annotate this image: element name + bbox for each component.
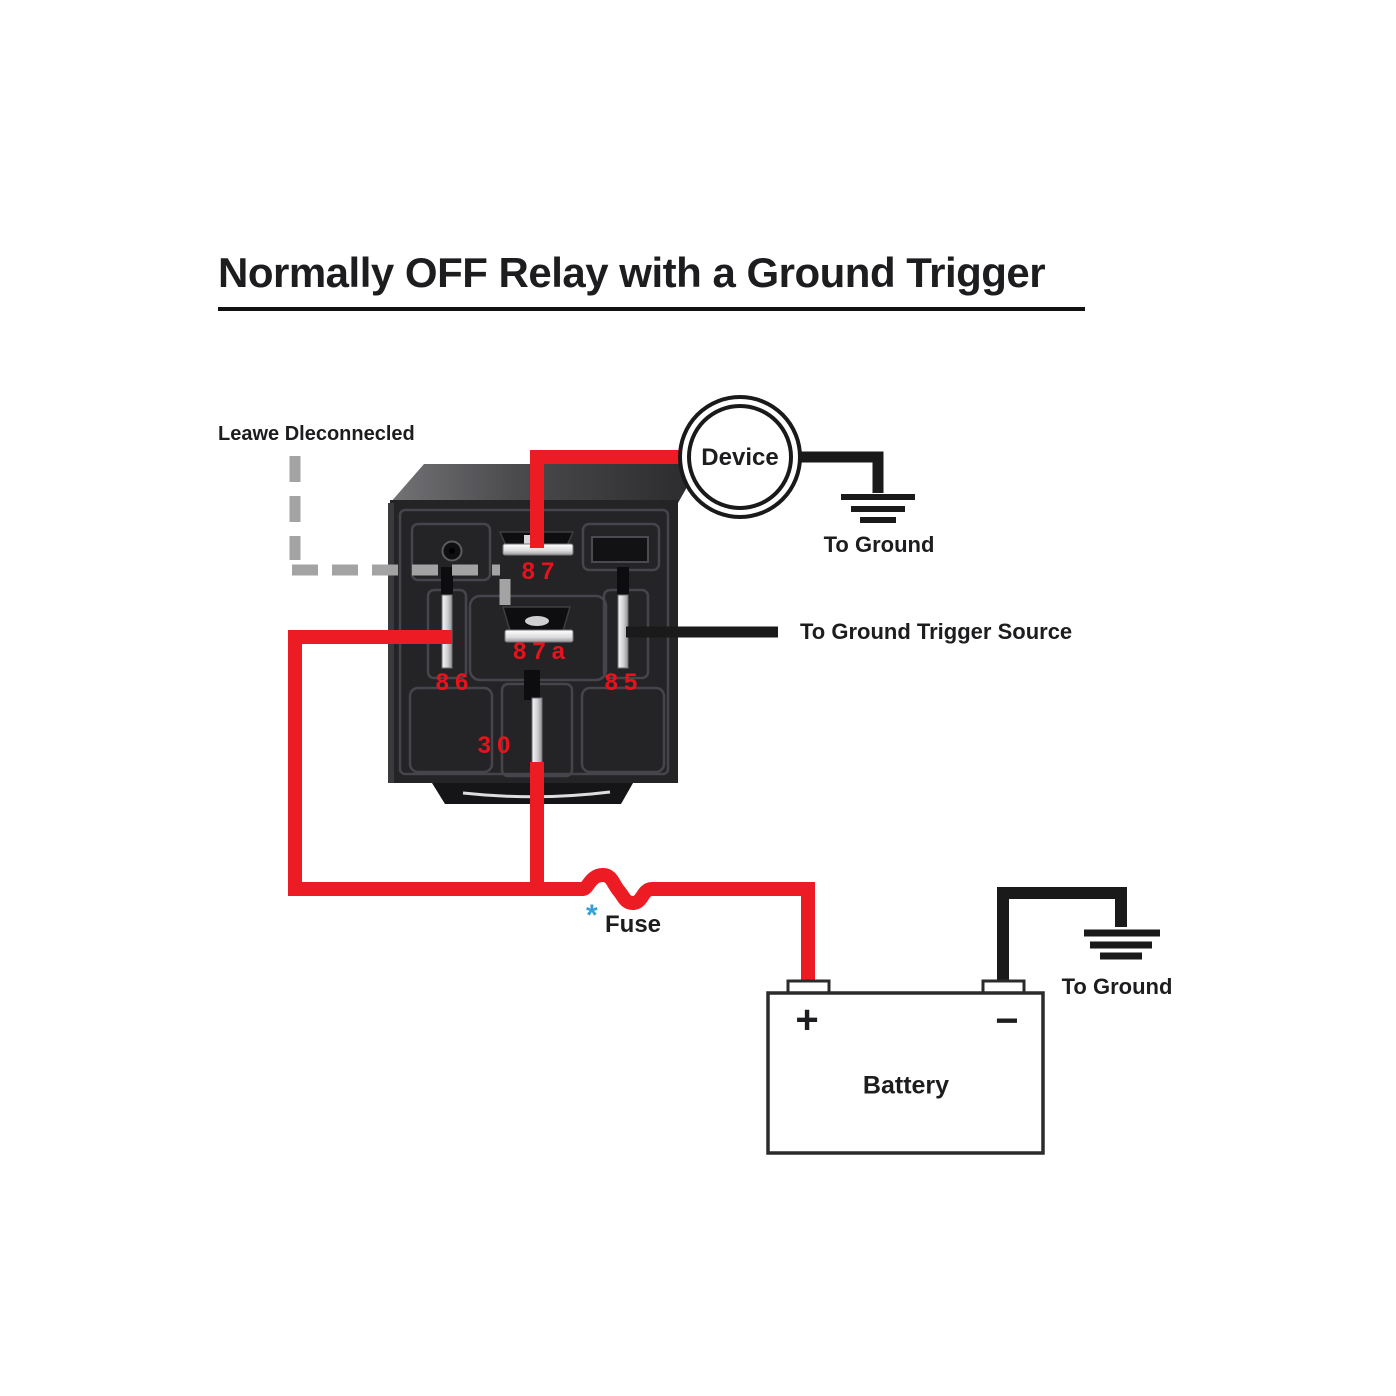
title-underline: [218, 307, 1085, 311]
battery-box: [766, 979, 1045, 1155]
to-ground-device-label: To Ground: [823, 532, 935, 557]
leave-disconnected-label: Leawe Dleconnecled: [218, 423, 415, 445]
device-circle: [678, 395, 802, 519]
disconnected-dashed-line: [289, 456, 511, 614]
relay-pin-label-86: 86: [435, 669, 475, 696]
relay-top-face: [390, 464, 700, 503]
to-ground-battery-label: To Ground: [1061, 974, 1173, 999]
battery-label: Battery: [862, 1071, 950, 1100]
relay-pin-85: [617, 567, 629, 669]
ground-symbol-battery: [1084, 929, 1160, 960]
relay-pin-label-87: 87: [521, 558, 561, 585]
device-label: Device: [701, 444, 779, 471]
fuse-symbol: [556, 867, 654, 911]
ground-symbol-device: [841, 494, 915, 523]
fuse-asterisk: *: [586, 899, 598, 932]
battery-minus-label: −: [995, 999, 1019, 1043]
page-title: Normally OFF Relay with a Ground Trigger: [218, 249, 1046, 296]
to-ground-trigger-label: To Ground Trigger Source: [800, 619, 1073, 644]
battery-plus-label: +: [795, 998, 819, 1042]
relay-pin-87a: [502, 606, 574, 643]
wire-red-87-to-device: [530, 450, 683, 548]
wire-black-device-to-ground: [797, 451, 884, 493]
relay-pin-label-87a: 87a: [512, 638, 572, 665]
wire-red-86-to-bus: [288, 630, 556, 896]
fuse-label: Fuse: [605, 911, 662, 938]
relay-pin-86: [441, 567, 453, 669]
relay-pin-label-30: 30: [477, 732, 517, 759]
wire-red-fuse-to-battery: [652, 882, 815, 984]
wire-black-battery-to-ground: [997, 887, 1127, 984]
relay-pin-label-85: 85: [604, 669, 644, 696]
